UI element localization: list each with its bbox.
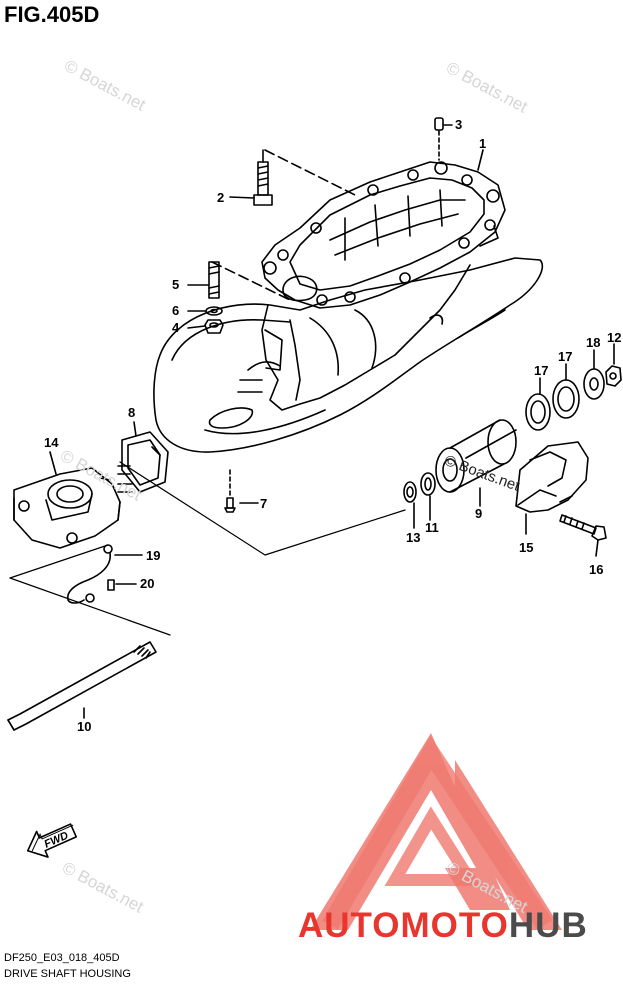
part-15-clamp [515, 441, 589, 513]
callout-14: 14 [44, 435, 59, 450]
figure-caption: DRIVE SHAFT HOUSING [4, 968, 131, 980]
callout-17: 17 [534, 363, 549, 378]
part-16-bolt [559, 514, 607, 541]
brand-auto: AUTO [298, 906, 401, 945]
callout-10: 10 [77, 719, 92, 734]
callout-6: 6 [172, 303, 180, 318]
callout-12: 12 [607, 330, 622, 345]
brand-moto: MOTO [400, 906, 509, 945]
part-5-stud [208, 261, 220, 299]
callout-13: 13 [406, 530, 421, 545]
figure-code: DF250_E03_018_405D [4, 952, 120, 964]
figure-title: FIG.405D [4, 2, 100, 27]
brand-logo: AUTOMOTOHUB [298, 906, 588, 946]
part-2-bolt [253, 149, 273, 206]
fwd-arrow-icon: FWD [26, 823, 78, 858]
part-10-stud [7, 641, 157, 731]
part-14-bracket [13, 467, 121, 549]
callout-2: 2 [217, 190, 225, 205]
callout-1: 1 [479, 136, 487, 151]
drive-shaft-housing [153, 149, 544, 453]
part-3-dowel [434, 117, 444, 161]
callout-4: 4 [172, 320, 180, 335]
callout-16: 16 [589, 562, 604, 577]
callout-20: 20 [140, 576, 155, 591]
brand-hub: HUB [508, 906, 588, 945]
callout-17: 17 [558, 349, 573, 364]
callout-19: 19 [146, 548, 161, 563]
callout-11: 11 [425, 520, 439, 535]
ground-wire [66, 544, 115, 604]
callout-18: 18 [586, 335, 601, 350]
callout-3: 3 [455, 117, 463, 132]
part-8-seal [117, 431, 169, 493]
part-9-bushing [435, 419, 517, 493]
svg-text:FWD: FWD [43, 830, 71, 851]
callout-7: 7 [260, 496, 268, 511]
callout-15: 15 [519, 540, 534, 555]
callout-8: 8 [128, 405, 136, 420]
callout-9: 9 [475, 506, 483, 521]
callout-5: 5 [172, 277, 180, 292]
